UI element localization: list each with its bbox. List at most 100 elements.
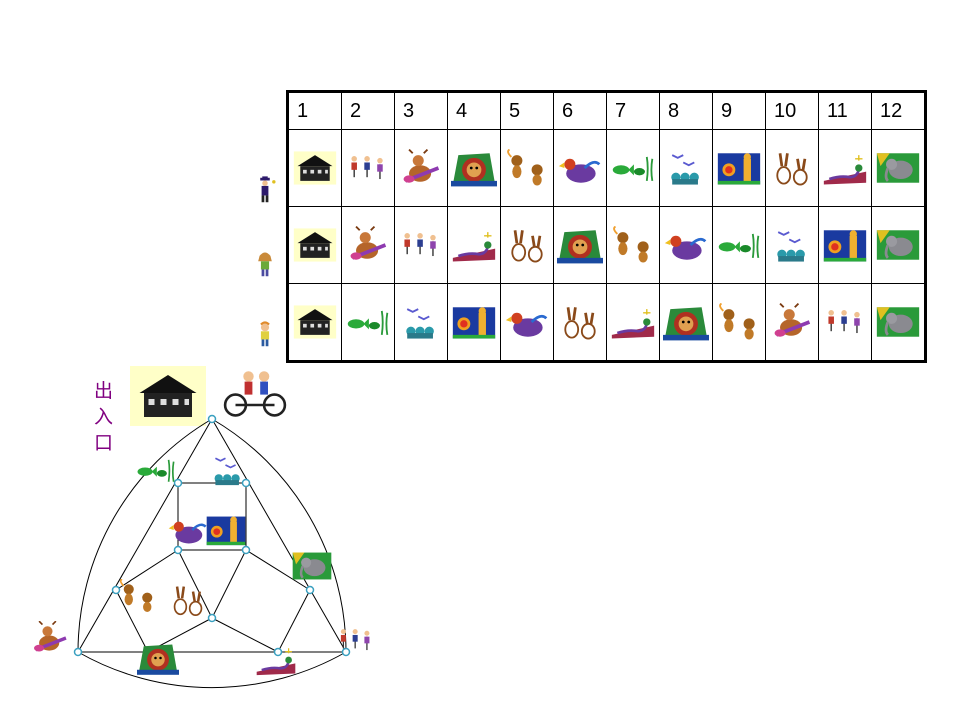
- route-cell-10: [765, 283, 819, 362]
- entrance-house-icon: [130, 366, 206, 426]
- parrot-icon: [168, 521, 207, 544]
- route-table: 1 2 3 4 5 6 7 8 9 10 11 12: [286, 90, 927, 363]
- magician-icon: [260, 176, 276, 203]
- fish-icon: [137, 459, 175, 482]
- monkeys-icon: [719, 303, 755, 340]
- dancers-icon: [404, 233, 436, 257]
- route-cell-6: [553, 129, 607, 207]
- route-cell-8: [659, 283, 713, 362]
- path-edge: [211, 617, 279, 653]
- route-cell-12: [871, 129, 926, 207]
- junction-node: [241, 478, 251, 488]
- route-cell-10: [765, 129, 819, 207]
- guitar-deer-icon: [774, 303, 811, 337]
- elephant-icon: [292, 552, 332, 580]
- junction-node: [207, 414, 217, 424]
- junction-node: [73, 647, 83, 657]
- route-cell-12: [871, 206, 926, 284]
- visitor-girl: [248, 240, 282, 288]
- route-cell-11: [818, 206, 872, 284]
- route-cell-12: [871, 283, 926, 362]
- route-cell-2: [341, 283, 395, 362]
- house-icon: [133, 369, 203, 423]
- outer-arc-right: [211, 418, 347, 653]
- elephant-icon: [876, 230, 920, 260]
- junction-node: [341, 647, 351, 657]
- route-cell-3: [394, 129, 448, 207]
- girl-icon: [258, 252, 272, 277]
- col-header: 5: [500, 91, 554, 130]
- path-edge: [115, 589, 149, 653]
- monkeys-icon: [507, 149, 543, 186]
- elephant-icon: [876, 307, 920, 337]
- route-cell-2: [341, 206, 395, 284]
- junction-node: [173, 478, 183, 488]
- col-header: 10: [765, 91, 819, 130]
- route-cell-1: [287, 129, 342, 207]
- lion-icon: [137, 644, 179, 675]
- parrot-icon: [664, 235, 707, 260]
- house-icon: [293, 151, 337, 185]
- table-row: [287, 283, 926, 362]
- table-row: [287, 206, 926, 284]
- path-edge: [277, 589, 311, 653]
- dancers-icon: [351, 156, 383, 180]
- junction-node: [305, 585, 315, 595]
- route-cell-3: [394, 206, 448, 284]
- col-header: 12: [871, 91, 926, 130]
- outer-arc-bottom: [77, 651, 347, 689]
- house-icon: [293, 228, 337, 262]
- birds-icon: [777, 231, 805, 262]
- route-cell-4: [447, 206, 501, 284]
- tandem-bike-icon: [222, 366, 288, 418]
- table-row: [287, 129, 926, 207]
- birds-icon: [671, 154, 699, 185]
- path-edge: [115, 549, 179, 591]
- parrot-icon: [505, 312, 548, 337]
- route-cell-3: [394, 283, 448, 362]
- giraffe-icon: [452, 307, 496, 339]
- col-header: 6: [553, 91, 607, 130]
- lion-icon: [451, 153, 497, 187]
- entrance-label: 出入口: [94, 380, 114, 454]
- path-edge: [211, 418, 347, 653]
- col-header: 2: [341, 91, 395, 130]
- route-cell-9: [712, 129, 766, 207]
- path-edge: [77, 418, 213, 653]
- dancers-icon: [828, 310, 860, 334]
- route-cell-5: [500, 129, 554, 207]
- route-cell-5: [500, 206, 554, 284]
- route-cell-6: [553, 206, 607, 284]
- outer-arc-left: [77, 418, 213, 653]
- lion-icon: [663, 307, 709, 341]
- col-header: 11: [818, 91, 872, 130]
- fish-icon: [718, 233, 760, 259]
- parrot-icon: [558, 158, 601, 183]
- snake-icon: [823, 155, 867, 185]
- route-cell-8: [659, 129, 713, 207]
- guitar-deer-icon: [34, 621, 67, 652]
- rabbits-icon: [564, 307, 596, 340]
- col-header: 8: [659, 91, 713, 130]
- fish-icon: [612, 156, 654, 182]
- boy-icon: [260, 321, 270, 347]
- route-cell-7: [606, 283, 660, 362]
- birds-icon: [214, 457, 240, 486]
- visitor-magician: [248, 166, 282, 214]
- dancers-icon: [340, 629, 370, 651]
- lion-icon: [557, 230, 603, 264]
- house-icon: [293, 305, 337, 339]
- snake-icon: [256, 648, 296, 676]
- guitar-deer-icon: [403, 149, 440, 183]
- giraffe-icon: [717, 153, 761, 185]
- giraffe-icon: [823, 230, 867, 262]
- elephant-icon: [876, 153, 920, 183]
- visitor-boy: [248, 310, 282, 358]
- rabbits-icon: [511, 230, 543, 263]
- path-edge: [211, 549, 247, 619]
- tandem-bike-icon: [223, 371, 287, 417]
- rabbits-icon: [173, 586, 203, 616]
- junction-node: [241, 545, 251, 555]
- junction-node: [207, 613, 217, 623]
